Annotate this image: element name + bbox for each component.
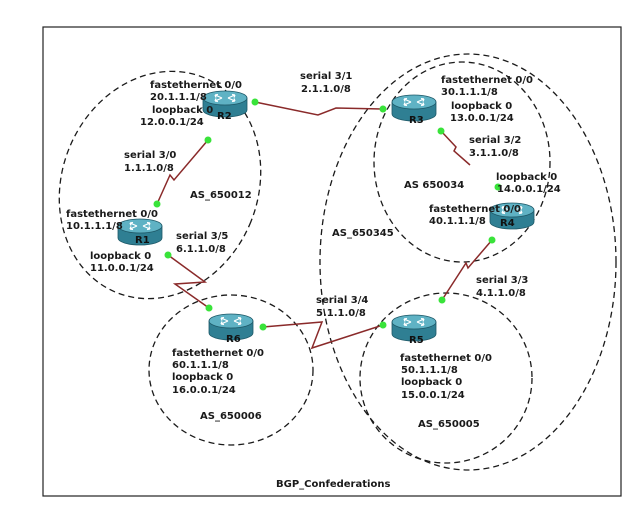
router-r5-label: R5 (409, 335, 424, 346)
router-r2-label: R2 (217, 111, 232, 122)
r2-fe-ip: 20.1.1.1/8 (150, 92, 207, 103)
r4-lo-ip: 14.0.0.1/24 (497, 184, 561, 195)
router-r3-label: R3 (409, 115, 424, 126)
port-r4-r5 (488, 236, 496, 244)
port-r5-r6 (379, 321, 387, 329)
router-r4[interactable]: R4 (489, 202, 535, 230)
link-r1-r2 (156, 139, 209, 205)
port-r1-r2 (153, 200, 161, 208)
as-650034-boundary (373, 61, 551, 263)
r3-fe-name: fastethernet 0/0 (441, 75, 533, 86)
r5-fe-ip: 50.1.1.1/8 (401, 365, 458, 376)
port-r3-r4 (437, 127, 445, 135)
r2-lo-name: loopback 0 (152, 105, 213, 116)
r1-lo-ip: 11.0.0.1/24 (90, 263, 154, 274)
router-r4-label: R4 (500, 218, 515, 229)
diagram-title: BGP_Confederations (276, 479, 390, 490)
port-r2-r1 (204, 136, 212, 144)
router-r2[interactable]: R2 (202, 90, 248, 122)
interface-labels: fastethernet 0/0 20.1.1.1/8 loopback 0 1… (66, 71, 561, 401)
as-650006-boundary (148, 294, 314, 446)
r5-fe-name: fastethernet 0/0 (400, 353, 492, 364)
r2-fe-name: fastethernet 0/0 (150, 80, 242, 91)
r2-r3-serial-name: serial 3/1 (300, 71, 352, 82)
r3-lo-ip: 13.0.0.1/24 (450, 113, 514, 124)
port-r2-r3 (251, 98, 259, 106)
r6-lo-ip: 16.0.0.1/24 (172, 385, 236, 396)
as-650012-boundary (58, 70, 262, 300)
link-r2-r3 (254, 101, 384, 116)
links (156, 101, 493, 350)
r1-r2-serial-ip: 1.1.1.0/8 (124, 163, 174, 174)
r6-fe-name: fastethernet 0/0 (172, 348, 264, 359)
router-r5[interactable]: R5 (391, 314, 437, 346)
port-r4-r3 (494, 183, 502, 191)
link-r1-r6 (167, 254, 210, 309)
r3-fe-ip: 30.1.1.1/8 (441, 87, 498, 98)
port-r6-r1 (205, 304, 213, 312)
as-650345-boundary (319, 53, 617, 471)
as-650006-label: AS_650006 (200, 411, 262, 422)
port-r3-r2 (379, 105, 387, 113)
router-r6[interactable]: R6 (208, 313, 254, 345)
r4-r5-serial-name: serial 3/3 (476, 275, 528, 286)
r5-lo-ip: 15.0.0.1/24 (401, 390, 465, 401)
r4-r5-serial-ip: 4.1.1.0/8 (476, 288, 526, 299)
r6-lo-name: loopback 0 (172, 372, 233, 383)
as-650345-label: AS_650345 (332, 228, 394, 239)
r3-r4-serial-ip: 3.1.1.0/8 (469, 148, 519, 159)
r4-fe-name: fastethernet 0/0 (429, 204, 521, 215)
r1-r6-serial-ip: 6.1.1.0/8 (176, 244, 226, 255)
r1-r2-serial-name: serial 3/0 (124, 150, 176, 161)
r2-lo-ip: 12.0.0.1/24 (140, 117, 204, 128)
link-r6-r5 (262, 321, 384, 350)
port-r5-r4 (438, 296, 446, 304)
r3-lo-name: loopback 0 (451, 101, 512, 112)
r6-r5-serial-ip: 5.1.1.0/8 (316, 308, 366, 319)
r1-fe-name: fastethernet 0/0 (66, 209, 158, 220)
r1-fe-ip: 10.1.1.1/8 (66, 221, 123, 232)
as-650034-label: AS 650034 (404, 180, 464, 191)
port-r1-r6 (164, 251, 172, 259)
r1-lo-name: loopback 0 (90, 251, 151, 262)
r4-lo-name: loopback 0 (496, 172, 557, 183)
router-r1[interactable]: R1 (117, 218, 163, 246)
port-r6-r5 (259, 323, 267, 331)
router-r3[interactable]: R3 (391, 94, 437, 126)
link-r4-r5 (441, 239, 493, 301)
r2-r3-serial-ip: 2.1.1.0/8 (301, 84, 351, 95)
as-650012-label: AS_650012 (190, 190, 252, 201)
ports (153, 98, 502, 331)
as-labels: AS_650012 AS 650034 AS_650345 AS_650006 … (190, 180, 480, 430)
r6-r5-serial-name: serial 3/4 (316, 295, 368, 306)
diagram-frame (42, 26, 622, 497)
link-r3-r4 (440, 130, 471, 166)
r1-r6-serial-name: serial 3/5 (176, 231, 228, 242)
r3-r4-serial-name: serial 3/2 (469, 135, 521, 146)
r5-lo-name: loopback 0 (401, 377, 462, 388)
r6-fe-ip: 60.1.1.1/8 (172, 360, 229, 371)
as-650005-label: AS_650005 (418, 419, 480, 430)
router-r6-label: R6 (226, 334, 241, 345)
r4-fe-ip: 40.1.1.1/8 (429, 216, 486, 227)
router-r1-label: R1 (135, 235, 150, 246)
